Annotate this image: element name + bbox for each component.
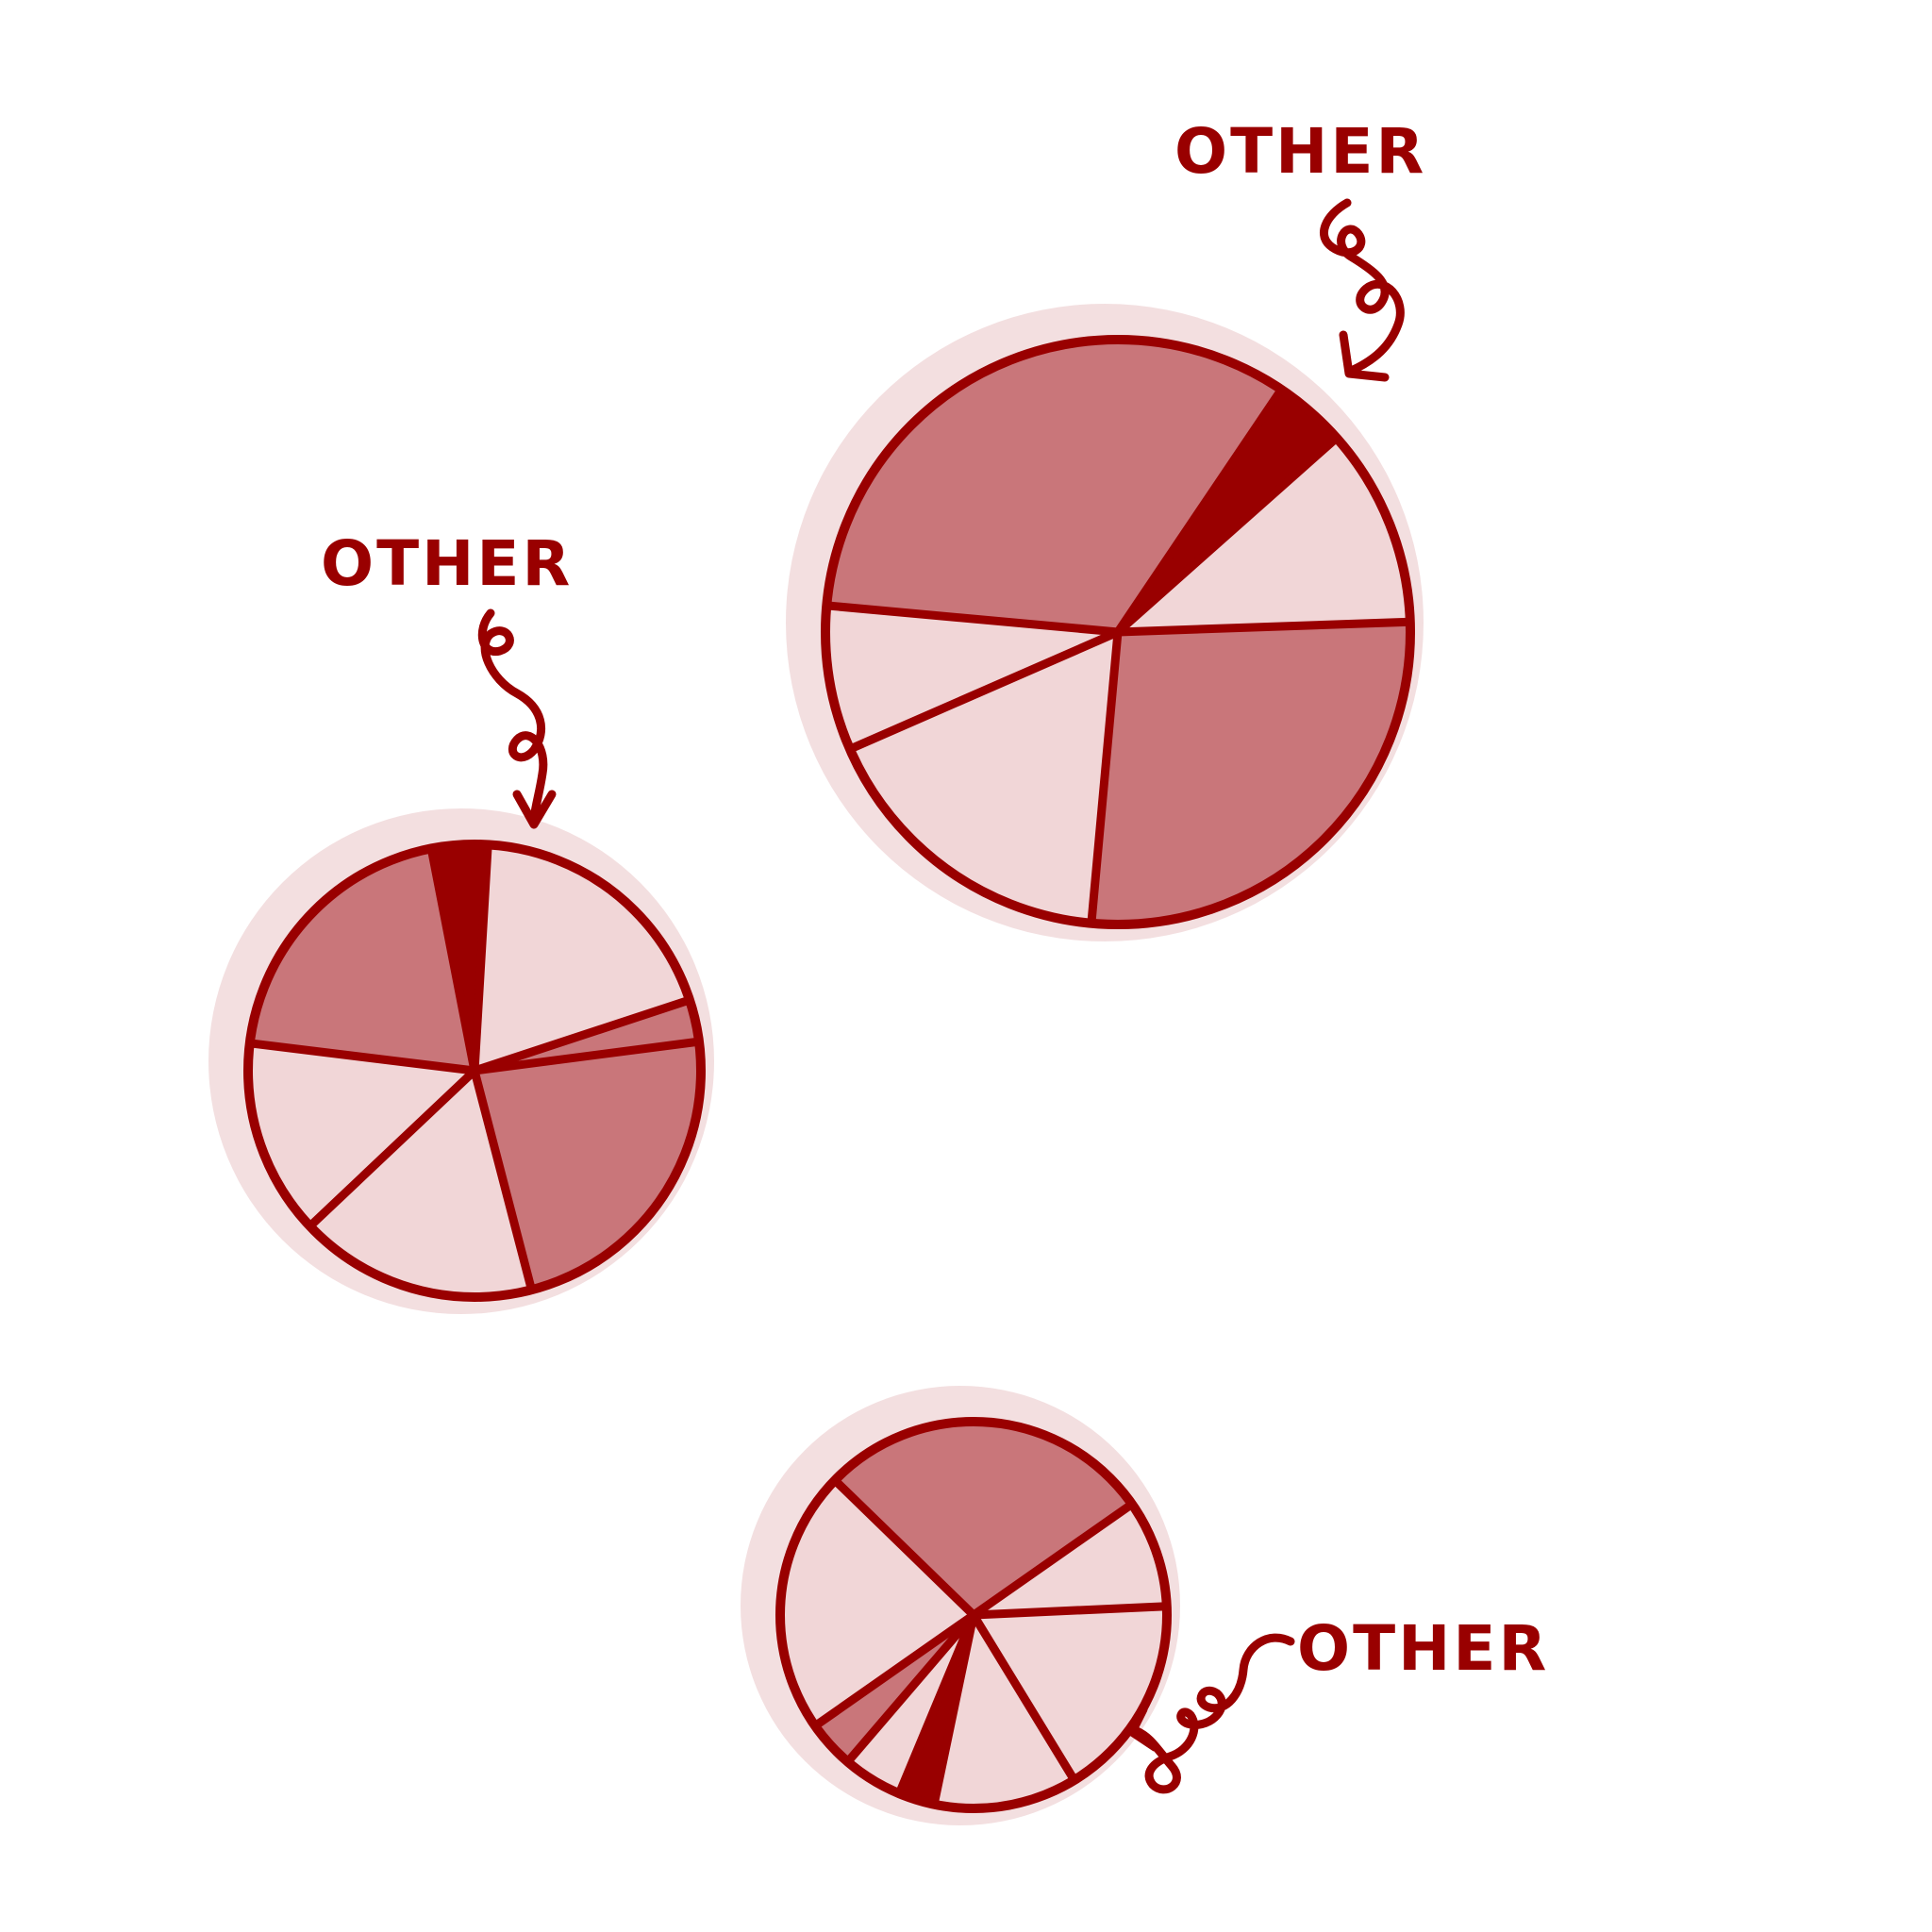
pie-slice-other [1118,390,1337,632]
slice-divider [1113,433,1341,637]
slice-divider [843,1610,978,1767]
other-label-large: OTHER [1174,115,1426,188]
pie-slice [475,1041,702,1291]
pie-slice [248,1042,475,1226]
slice-divider [845,627,1123,754]
slice-divider [969,1602,1172,1620]
squiggle-arrow-small [1132,1633,1295,1794]
pie-slice [780,1480,974,1726]
slice-divider [470,1066,536,1294]
slice-divider [1113,617,1415,637]
pie-slice [826,340,1282,632]
pie-slice [835,1421,1132,1615]
pie-chart-medium [208,808,714,1314]
slice-divider [1087,627,1123,928]
squiggle-arrow-medium [477,608,548,824]
slice-divider [245,1039,479,1075]
pie-outline [821,335,1415,929]
slice-divider [426,843,479,1075]
pie-slice [849,632,1118,924]
slice-divider [822,601,1123,637]
slice-divider [470,840,492,1075]
other-label-small: OTHER [1297,1612,1549,1685]
pie-chart-large [786,304,1424,941]
slice-divider [969,1499,1137,1620]
slice-divider [830,1475,978,1620]
arrowhead-large [1339,330,1390,382]
slice-divider [969,1610,1079,1785]
pie-slice [309,1071,532,1298]
other-label-medium: OTHER [321,527,573,600]
squiggle-arrow-large [1320,198,1405,376]
slice-divider [306,1066,479,1231]
pie-slice [974,1504,1167,1615]
slice-divider [470,995,694,1075]
pie-outline [775,1417,1172,1813]
arrowhead-medium [512,790,557,829]
pie-slice [815,1615,974,1762]
slice-divider [894,1610,978,1798]
slice-divider [810,1610,978,1731]
pie-slice [825,605,1118,750]
pie-slice [1118,438,1410,632]
pie-slice [934,1615,1074,1809]
pie-slice [249,848,475,1071]
slice-divider [929,1610,978,1809]
pie-chart-small [741,1386,1180,1825]
pie-outline [243,840,706,1302]
pie-slice [1091,622,1410,924]
pie-slice [847,1615,974,1794]
slice-divider [1113,385,1286,637]
arrowhead-small [1127,1705,1159,1752]
slice-divider [470,1037,704,1075]
